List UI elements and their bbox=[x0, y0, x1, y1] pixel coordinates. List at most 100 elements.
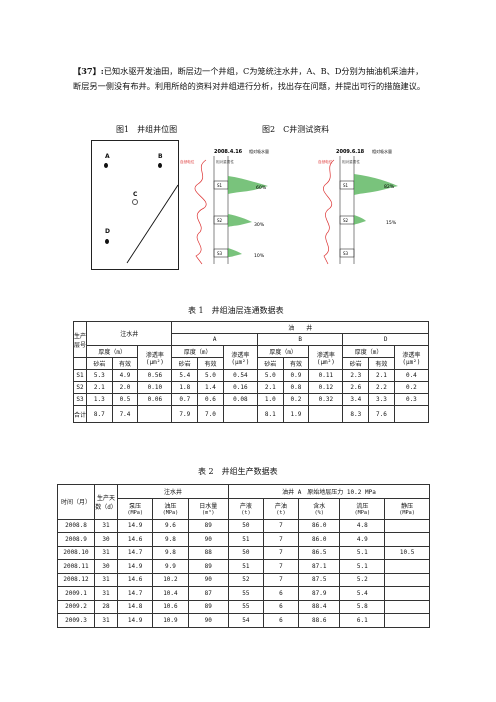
well-label-b: B bbox=[158, 153, 163, 160]
table-cell bbox=[384, 572, 430, 587]
table-cell: 0.06 bbox=[137, 393, 173, 406]
t1-h-sand: 砂岩 bbox=[342, 357, 370, 370]
table-cell: 0.56 bbox=[137, 369, 173, 382]
table-cell: 7 bbox=[262, 532, 299, 547]
table-cell bbox=[384, 532, 430, 547]
table-cell bbox=[384, 518, 430, 533]
well-c-marker bbox=[132, 199, 138, 205]
problem-statement: 【37】:已知水驱开发油田，断层边一个井组，C为笼统注水井，A、B、D分别为抽油… bbox=[73, 64, 429, 93]
table-cell: 4.9 bbox=[339, 532, 386, 547]
row-layer: S3 bbox=[73, 393, 87, 406]
column-header: 泵压(MPa) bbox=[116, 497, 154, 520]
table-cell: 4.8 bbox=[339, 518, 386, 533]
table-cell: 9.8 bbox=[152, 532, 189, 547]
table-cell: 8.1 bbox=[256, 405, 284, 423]
table-cell: 87.1 bbox=[297, 559, 341, 574]
table-cell: 14.9 bbox=[116, 559, 154, 574]
row-layer: S2 bbox=[73, 381, 87, 394]
table-cell: 6 bbox=[262, 613, 299, 628]
t2-h-oila: 油井 A 原始地层压力 10.2 MPa bbox=[227, 484, 431, 499]
log1-absorb-s3 bbox=[228, 248, 242, 257]
table-cell: 2.1 bbox=[86, 381, 113, 394]
table-cell: 50 bbox=[227, 518, 264, 533]
log1-pct-s3: 10% bbox=[254, 253, 265, 259]
t1-h-well-d: D bbox=[342, 333, 429, 346]
t1-h-thick: 厚度（m） bbox=[342, 345, 395, 358]
table-cell: 4.9 bbox=[111, 369, 139, 382]
table-cell: 2.0 bbox=[111, 381, 139, 394]
table-cell: 0.7 bbox=[171, 393, 199, 406]
table-cell: 31 bbox=[94, 586, 118, 601]
table-cell: 0.08 bbox=[222, 393, 258, 406]
t1-h-layer: 生产层号 bbox=[73, 321, 87, 358]
log1-rel-label: 相对重要性 bbox=[216, 159, 234, 164]
table-cell: 51 bbox=[227, 559, 264, 574]
table-cell bbox=[384, 559, 430, 574]
table-cell: 8.7 bbox=[86, 405, 113, 423]
table-cell: 88.6 bbox=[297, 613, 341, 628]
table-cell: 31 bbox=[94, 518, 118, 533]
log2-layer-s1-label: S1 bbox=[343, 183, 349, 188]
t1-h-well-a: A bbox=[171, 333, 258, 346]
log2-layer-s2-label: S2 bbox=[343, 218, 349, 223]
column-header: 静压(MPa) bbox=[384, 497, 430, 520]
t1-h-perm: 渗透率(μm²) bbox=[222, 345, 258, 370]
table-cell: 7.6 bbox=[368, 405, 395, 423]
row-layer: 合计 bbox=[73, 405, 87, 423]
table-cell: 30 bbox=[94, 559, 118, 574]
table-cell: 86.5 bbox=[297, 545, 341, 560]
row-month: 2008.11 bbox=[57, 559, 95, 574]
table-cell: 55 bbox=[227, 586, 264, 601]
table2-title: 表 2 井组生产数据表 bbox=[198, 467, 278, 476]
t1-h-blank bbox=[73, 357, 87, 370]
problem-label: 【37】: bbox=[73, 66, 104, 76]
table-cell: 14.6 bbox=[116, 532, 154, 547]
table-cell bbox=[393, 405, 430, 423]
table-cell: 5.0 bbox=[197, 369, 224, 382]
log1-sp-label: 自然电位 bbox=[180, 159, 195, 164]
table-cell: 87.9 bbox=[297, 586, 341, 601]
row-month: 2009.2 bbox=[57, 599, 95, 614]
table-cell: 8.3 bbox=[342, 405, 370, 423]
table-cell: 50 bbox=[227, 545, 264, 560]
table-cell: 6.1 bbox=[339, 613, 386, 628]
table-cell: 86.0 bbox=[297, 532, 341, 547]
table-cell: 7.9 bbox=[171, 405, 199, 423]
table-cell: 2.2 bbox=[368, 381, 395, 394]
t1-h-inj: 注水井 bbox=[85, 321, 173, 346]
log2-header: 相对吸水量 bbox=[372, 148, 392, 154]
table-cell: 55 bbox=[227, 599, 264, 614]
row-layer: S1 bbox=[73, 369, 87, 382]
table-cell: 3.3 bbox=[368, 393, 395, 406]
table-cell: 10.5 bbox=[384, 545, 430, 560]
table-cell: 5.1 bbox=[339, 559, 386, 574]
table-cell: 6 bbox=[262, 599, 299, 614]
table-cell: 14.9 bbox=[116, 518, 154, 533]
table-cell: 89 bbox=[187, 518, 229, 533]
t1-h-thick: 厚度（m） bbox=[171, 345, 224, 358]
log2-pct-s1: 82% bbox=[384, 184, 395, 190]
well-label-c: C bbox=[133, 191, 138, 198]
t2-h-inj: 注水井 bbox=[117, 484, 229, 499]
fault-line bbox=[126, 184, 178, 264]
t1-h-thick: 厚度（m） bbox=[85, 345, 139, 358]
row-month: 2008.9 bbox=[57, 532, 95, 547]
table-cell: 5.2 bbox=[339, 572, 386, 587]
table-cell: 87 bbox=[187, 586, 229, 601]
log2-layer-s3-label: S3 bbox=[343, 251, 349, 256]
table-cell: 1.9 bbox=[282, 405, 310, 423]
t1-h-perm: 渗透率(μm²) bbox=[393, 345, 430, 370]
table-cell: 7.4 bbox=[111, 405, 139, 423]
log2-rel-label: 相对重要性 bbox=[342, 159, 360, 164]
table-cell: 14.7 bbox=[116, 545, 154, 560]
table-cell: 0.9 bbox=[282, 369, 310, 382]
table-cell: 14.8 bbox=[116, 599, 154, 614]
fig1-caption: 图1 井组井位图 bbox=[116, 125, 178, 134]
t2-h-days: 生产天数（d） bbox=[94, 484, 118, 520]
table-cell: 2.6 bbox=[342, 381, 370, 394]
log2-date: 2009.6.18 bbox=[336, 149, 365, 155]
column-header: 油压(MPa) bbox=[152, 497, 189, 520]
